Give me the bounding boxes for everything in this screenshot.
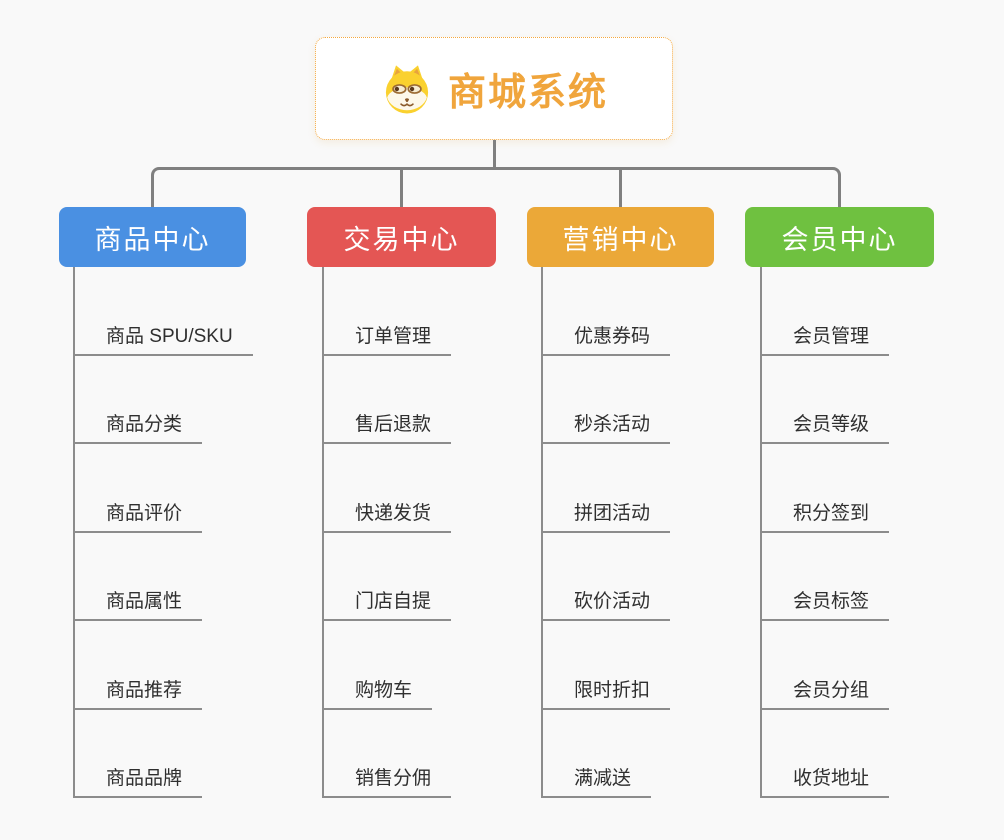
leaf-item[interactable]: 秒杀活动 — [543, 356, 671, 444]
leaf-item[interactable]: 商品分类 — [75, 356, 203, 444]
branch-node-products[interactable]: 商品中心 — [59, 207, 246, 267]
leaf-item[interactable]: 商品推荐 — [75, 621, 203, 710]
branch-drop-line — [619, 167, 622, 210]
leaf-item[interactable]: 商品品牌 — [75, 710, 203, 798]
leaf-item[interactable]: 优惠券码 — [543, 267, 671, 356]
leaf-item[interactable]: 商品 SPU/SKU — [75, 267, 253, 356]
branch-node-marketing[interactable]: 营销中心 — [527, 207, 714, 267]
branch-bracket-line — [151, 167, 841, 210]
root-node[interactable]: 商城系统 — [315, 37, 673, 140]
root-title: 商城系统 — [447, 72, 608, 114]
leaf-item[interactable]: 快递发货 — [324, 444, 452, 533]
column-marketing: 优惠券码 秒杀活动 拼团活动 砍价活动 限时折扣 满减送 — [541, 267, 671, 798]
shiba-dog-face-icon — [380, 62, 434, 116]
leaf-item[interactable]: 限时折扣 — [543, 621, 671, 710]
leaf-item[interactable]: 会员等级 — [762, 356, 890, 444]
leaf-item[interactable]: 订单管理 — [324, 267, 452, 356]
leaf-item[interactable]: 收货地址 — [762, 710, 890, 798]
leaf-item[interactable]: 购物车 — [324, 621, 433, 710]
branch-label: 交易中心 — [343, 224, 460, 255]
branch-label: 会员中心 — [781, 224, 898, 255]
leaf-item[interactable]: 积分签到 — [762, 444, 890, 533]
branch-drop-line — [400, 167, 403, 210]
branch-label: 营销中心 — [562, 224, 679, 255]
column-members: 会员管理 会员等级 积分签到 会员标签 会员分组 收货地址 — [760, 267, 890, 798]
leaf-item[interactable]: 拼团活动 — [543, 444, 671, 533]
leaf-item[interactable]: 会员标签 — [762, 533, 890, 621]
leaf-item[interactable]: 会员分组 — [762, 621, 890, 710]
leaf-item[interactable]: 满减送 — [543, 710, 652, 798]
leaf-item[interactable]: 商品属性 — [75, 533, 203, 621]
leaf-item[interactable]: 销售分佣 — [324, 710, 452, 798]
branch-node-members[interactable]: 会员中心 — [745, 207, 934, 267]
leaf-item[interactable]: 门店自提 — [324, 533, 452, 621]
leaf-item[interactable]: 商品评价 — [75, 444, 203, 533]
leaf-item[interactable]: 会员管理 — [762, 267, 890, 356]
column-trade: 订单管理 售后退款 快递发货 门店自提 购物车 销售分佣 — [322, 267, 452, 798]
branch-label: 商品中心 — [94, 224, 211, 255]
branch-node-trade[interactable]: 交易中心 — [307, 207, 496, 267]
leaf-item[interactable]: 售后退款 — [324, 356, 452, 444]
column-products: 商品 SPU/SKU 商品分类 商品评价 商品属性 商品推荐 商品品牌 — [73, 267, 253, 798]
leaf-item[interactable]: 砍价活动 — [543, 533, 671, 621]
root-stem-line — [493, 140, 496, 170]
